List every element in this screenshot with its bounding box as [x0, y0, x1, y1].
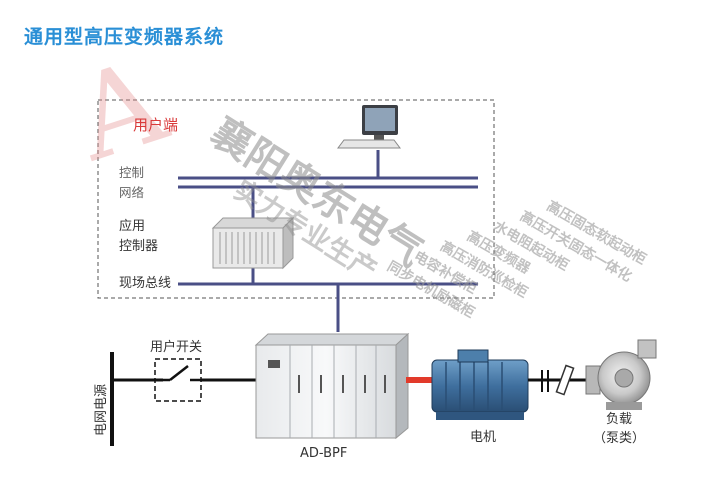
app-controller-label-2: 控制器	[119, 239, 158, 254]
switch-icon	[163, 365, 201, 382]
field-bus-label: 现场总线	[119, 276, 171, 291]
grid-power-label: 电网电源	[94, 384, 109, 436]
vfd-cabinet-icon	[254, 332, 410, 440]
motor-label: 电机	[470, 430, 496, 445]
control-network-bus	[178, 176, 478, 189]
load-label-1: 负载	[606, 412, 632, 427]
vfd-label: AD-BPF	[300, 446, 347, 461]
pump-icon	[585, 339, 657, 410]
user-switch-label: 用户开关	[150, 339, 202, 355]
user-end-boundary	[97, 99, 495, 299]
control-network-label-1: 控制	[119, 165, 144, 180]
load-label-2: （泵类）	[593, 431, 645, 446]
app-controller-label-1: 应用	[119, 218, 145, 234]
control-network-label-2: 网络	[119, 185, 145, 200]
page-title: 通用型高压变频器系统	[24, 26, 225, 48]
motor-icon	[431, 349, 529, 420]
coupling-icon	[528, 364, 588, 396]
user-end-label: 用户端	[133, 116, 178, 134]
controller-rack-icon	[211, 216, 295, 270]
output-cable	[406, 377, 434, 383]
computer-icon	[337, 105, 401, 149]
